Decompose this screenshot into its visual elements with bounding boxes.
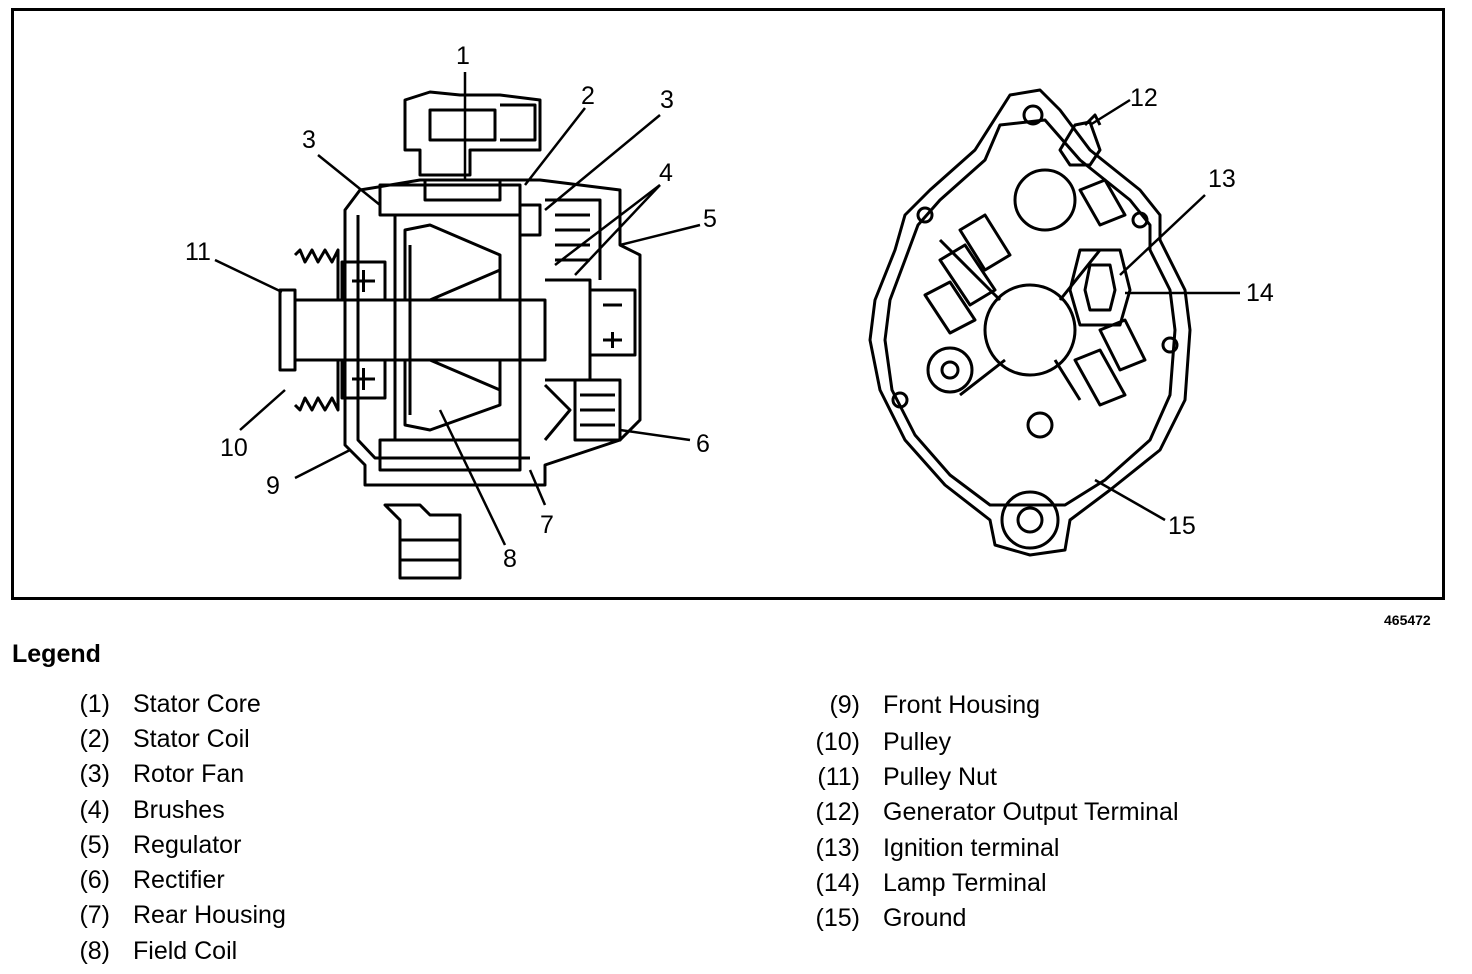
legend-label: Brushes <box>133 796 225 824</box>
legend-label: Generator Output Terminal <box>883 798 1179 826</box>
legend-title: Legend <box>12 640 101 668</box>
legend-label: Pulley <box>883 728 952 756</box>
legend-num: (5) <box>79 831 110 859</box>
legend-label: Ground <box>883 904 967 932</box>
legend-num: (9) <box>829 691 860 719</box>
legend-label: Rear Housing <box>133 901 286 929</box>
legend-num: (3) <box>79 760 110 788</box>
legend-num: (4) <box>79 796 110 824</box>
legend-num: (2) <box>79 725 110 753</box>
callout-1: 1 <box>456 42 470 70</box>
legend-label: Front Housing <box>883 691 1041 719</box>
callout-10: 10 <box>220 434 248 462</box>
legend-label: Stator Core <box>133 690 261 718</box>
legend-num: (7) <box>79 901 110 929</box>
legend-num: (13) <box>815 834 860 862</box>
legend-label: Lamp Terminal <box>883 869 1047 897</box>
legend-num: (15) <box>815 904 860 932</box>
legend-label: Rotor Fan <box>133 760 245 788</box>
callout-15: 15 <box>1168 512 1196 540</box>
figure-number: 465472 <box>1384 612 1431 628</box>
callout-12: 12 <box>1130 84 1158 112</box>
cross-section-view <box>278 90 642 580</box>
legend-num: (6) <box>79 866 110 894</box>
legend-label: Field Coil <box>133 937 238 965</box>
diagram-frame <box>11 8 1445 600</box>
legend-label: Rectifier <box>133 866 225 894</box>
legend-label: Pulley Nut <box>883 763 997 791</box>
legend-num: (1) <box>79 690 110 718</box>
callout-9: 9 <box>266 472 280 500</box>
callout-2: 2 <box>581 82 595 110</box>
callout-6: 6 <box>696 430 710 458</box>
legend-num: (8) <box>79 937 110 965</box>
legend-label: Stator Coil <box>133 725 250 753</box>
legend-label: Ignition terminal <box>883 834 1060 862</box>
callout-3-right: 3 <box>660 86 674 114</box>
callout-7: 7 <box>540 511 554 539</box>
leader-lines <box>214 72 1240 546</box>
callout-11: 11 <box>185 238 211 266</box>
callout-5: 5 <box>703 205 717 233</box>
legend-num: (14) <box>815 869 860 897</box>
callout-3-left: 3 <box>302 126 316 154</box>
rear-view <box>868 88 1192 557</box>
callout-13: 13 <box>1208 165 1236 193</box>
legend-num: (10) <box>815 728 860 756</box>
callout-14: 14 <box>1246 279 1274 307</box>
callout-8: 8 <box>503 545 517 573</box>
legend-num: (11) <box>817 763 860 791</box>
legend-label: Regulator <box>133 831 242 859</box>
legend-num: (12) <box>815 798 860 826</box>
callout-4: 4 <box>659 159 673 187</box>
